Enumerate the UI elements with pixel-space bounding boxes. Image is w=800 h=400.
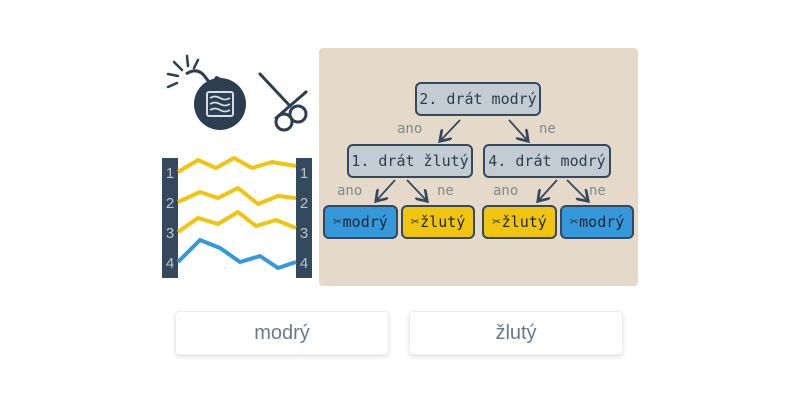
bomb-icon: [194, 76, 246, 130]
wire-number-right-1: 1: [300, 165, 308, 182]
edge-label-no-left: ne: [437, 183, 454, 199]
wire-number-right-2: 2: [300, 195, 308, 212]
decision-tree-panel: 2. drát modrý ano ne 1. drát žlutý 4. dr…: [319, 48, 638, 286]
edge-label-yes-left: ano: [337, 183, 363, 199]
wire-2: [177, 186, 297, 206]
wire-1: [176, 156, 297, 174]
bomb-wires-illustration: 1 1 2 2 3 3 4 4: [162, 54, 312, 278]
leaf-cut-yellow: ✂žlutý: [482, 205, 557, 239]
leaf-label: modrý: [579, 213, 625, 231]
leaf-label: žlutý: [420, 213, 466, 231]
tree-left-node: 1. drát žlutý: [347, 144, 473, 178]
edge-label-no-right: ne: [589, 183, 606, 199]
wire-number-right-4: 4: [300, 255, 308, 272]
scissors-icon: ✂: [492, 214, 501, 230]
wire-post-left: [162, 158, 178, 278]
wire-4: [176, 238, 297, 270]
leaf-label: žlutý: [501, 213, 547, 231]
scissors-icon: [258, 72, 308, 132]
wire-numbers: 1 1 2 2 3 3 4 4: [166, 165, 308, 272]
scissors-icon: ✂: [333, 214, 342, 230]
answer-button-yellow[interactable]: žlutý: [409, 311, 623, 355]
edge-label-yes-right: ano: [493, 183, 519, 199]
wire-post-right: [296, 158, 312, 278]
leaf-cut-yellow: ✂žlutý: [401, 205, 475, 239]
leaf-label: modrý: [342, 213, 388, 231]
tree-root-node: 2. drát modrý: [415, 82, 541, 116]
edge-label-yes: ano: [397, 121, 423, 137]
tree-right-node: 4. drát modrý: [483, 144, 611, 178]
answer-button-blue[interactable]: modrý: [175, 311, 389, 355]
spark-icon: [166, 54, 200, 89]
scissors-icon: ✂: [410, 214, 420, 230]
wire-number-right-3: 3: [300, 225, 308, 242]
scissors-icon: ✂: [569, 214, 579, 230]
wire-3: [176, 210, 297, 234]
wire-number-left-3: 3: [166, 225, 174, 242]
leaf-cut-blue: ✂modrý: [560, 205, 634, 239]
wire-number-left-4: 4: [166, 255, 174, 272]
edge-label-no: ne: [539, 121, 556, 137]
wire-number-left-2: 2: [166, 195, 174, 212]
leaf-cut-blue: ✂modrý: [323, 205, 398, 239]
tree-arrows: [319, 119, 638, 286]
wires: [176, 156, 297, 270]
wire-number-left-1: 1: [166, 165, 174, 182]
